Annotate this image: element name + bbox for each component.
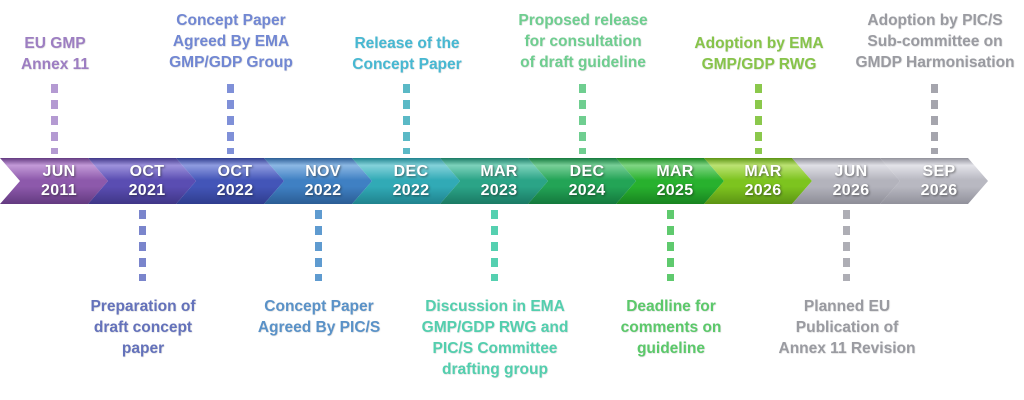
chevron-year: 2023 [480,182,518,199]
chevron-year: 2026 [920,182,958,199]
milestone-mar-2026: Adoption by EMA GMP/GDP RWG MAR 2026 [694,0,824,400]
connector-line [491,210,498,281]
connector-line [315,210,322,281]
chevron-year: 2025 [656,182,694,199]
milestone-dec-2024: Proposed release for consultation of dra… [518,0,648,400]
milestone-note: Concept Paper Agreed By PIC/S [257,298,381,336]
milestone-note: EU GMP Annex 11 [20,35,90,73]
milestone-oct-2021: OCT 2021 Preparation of draft concept pa… [88,0,196,400]
milestone-note: Concept Paper Agreed By EMA GMP/GDP Grou… [169,12,293,71]
chevron-year: 2026 [832,182,870,199]
chevron-date: NOV 2022 [264,158,372,204]
chevron-date: MAR 2023 [440,158,548,204]
chevron-year: 2022 [304,182,342,199]
chevron-date: JUN 2011 [0,158,108,204]
milestone-mar-2025: MAR 2025 Deadline for comments on guidel… [616,0,724,400]
milestone-note: Release of the Concept Paper [352,35,462,73]
connector-line [139,210,146,281]
chevron-month: MAR [744,163,782,180]
connector-line [843,210,850,281]
connector-line [931,84,938,154]
chevron-month: JUN [834,163,868,180]
chevron-month: DEC [393,163,429,180]
chevron-date: DEC 2024 [528,158,636,204]
milestone-jun-2011: EU GMP Annex 11 JUN 2011 [0,0,108,400]
connector-line [667,210,674,281]
milestone-note: Preparation of draft concept paper [90,298,196,357]
chevron-year: 2011 [41,182,77,199]
chevron-date: DEC 2022 [352,158,460,204]
chevron-year: 2021 [128,182,166,199]
chevron-date: MAR 2026 [704,158,812,204]
milestone-note: Discussion in EMA GMP/GDP RWG and PIC/S … [421,298,569,378]
chevron-month: MAR [480,163,518,180]
milestone-sep-2026: Adoption by PIC/S Sub-committee on GMDP … [855,0,1015,400]
milestone-nov-2022: NOV 2022 Concept Paper Agreed By PIC/S [258,0,380,400]
chevron-year: 2022 [392,182,430,199]
chevron-month: DEC [569,163,605,180]
chevron-date: MAR 2025 [616,158,724,204]
milestone-note: Adoption by PIC/S Sub-committee on GMDP … [855,12,1015,71]
chevron-month: SEP [922,163,956,180]
timeline-chevron: JUN 2011 [0,158,108,204]
milestone-note: Planned EU Publication of Annex 11 Revis… [778,298,916,357]
connector-line [403,84,410,154]
chevron-year: 2026 [744,182,782,199]
chevron-month: NOV [305,163,341,180]
milestone-note: Proposed release for consultation of dra… [518,12,648,71]
chevron-month: OCT [217,163,253,180]
connector-line [51,84,58,154]
chevron-date: OCT 2022 [176,158,284,204]
chevron-year: 2022 [216,182,254,199]
chevron-month: MAR [656,163,694,180]
milestone-mar-2023: MAR 2023 Discussion in EMA GMP/GDP RWG a… [422,0,568,400]
connector-line [227,84,234,154]
milestone-oct-2022: Concept Paper Agreed By EMA GMP/GDP Grou… [169,0,293,400]
chevron-date: SEP 2026 [880,158,988,204]
chevron-month: JUN [42,163,76,180]
connector-line [755,84,762,154]
chevron-month: OCT [129,163,165,180]
milestone-note: Deadline for comments on guideline [620,298,722,357]
timeline-chevron: SEP 2026 [880,158,988,204]
chevron-year: 2024 [568,182,606,199]
chevron-date: JUN 2026 [792,158,900,204]
milestone-jun-2026: JUN 2026 Planned EU Publication of Annex… [779,0,915,400]
milestone-dec-2022: Release of the Concept Paper DEC 2022 [352,0,462,400]
chevron-date: OCT 2021 [88,158,196,204]
connector-line [579,84,586,154]
milestone-note: Adoption by EMA GMP/GDP RWG [694,35,824,73]
